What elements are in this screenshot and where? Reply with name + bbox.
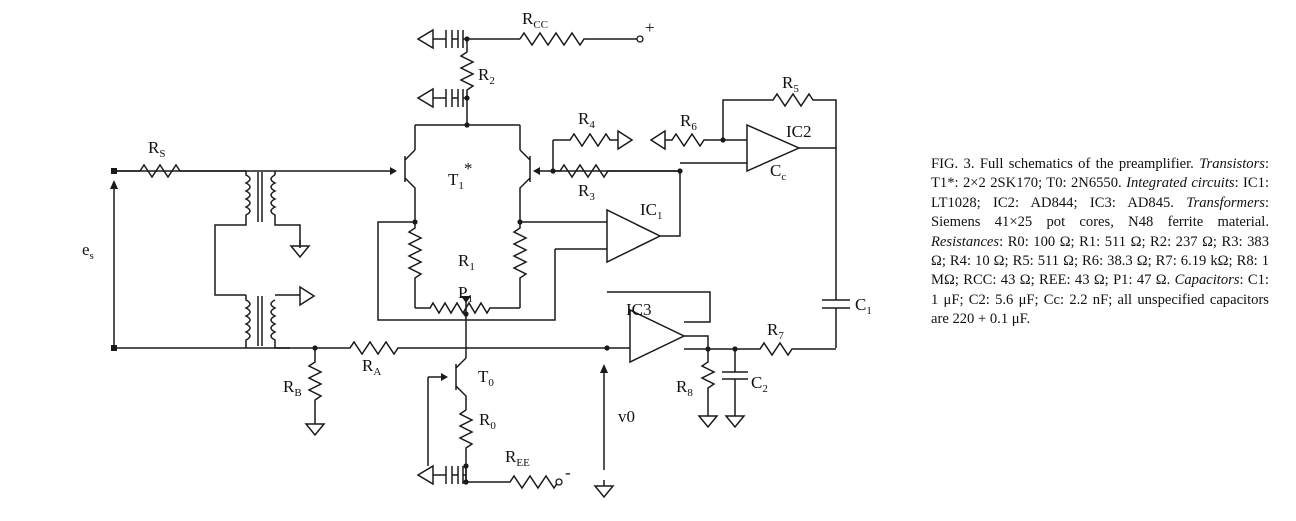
caption-title: Full schematics of the preamplifier. [979,156,1194,172]
caption-heading-resistances: Resistances [931,233,1000,250]
label-r6: R6 [680,111,697,133]
input-stage [110,163,466,436]
caption-heading-ics: Integrated circuits [1126,175,1235,192]
current-source-stage [416,322,563,490]
label-ree: REE [505,447,530,469]
label-es: es [82,240,94,262]
caption-heading-capacitors: Capacitors [1174,272,1240,289]
label-cc: Cc [770,161,786,183]
figure-caption: FIG. 3. Full schematics of the preamplif… [931,155,1269,330]
c1-branch [822,288,850,348]
preamplifier-schematic: RCC + R2 R5 R6 R4 IC2 Cc RS T1* R3 IC1 e… [82,9,872,498]
label-c1: C1 [855,295,872,317]
caption-text-resistances: R0: 100 Ω; R1: 511 Ω; R2: 237 Ω; R3: 383… [931,233,1269,289]
label-ic1: IC1 [640,200,663,222]
supply-rcc-branch [416,28,644,128]
label-rcc: RCC [522,9,548,31]
label-r0: R0 [479,410,496,432]
label-r8: R8 [676,377,693,399]
ic1-stage [377,208,681,321]
label-r3: R3 [578,181,595,203]
label-t0: T0 [478,367,494,389]
caption-paragraph: FIG. 3. Full schematics of the preamplif… [931,156,1269,328]
ic2-stage [550,92,837,288]
label-t1: T1* [448,159,472,192]
label-rs: RS [148,138,165,160]
caption-text-ics: IC1: LT1028; IC2: AD844; IC3: AD845. [931,175,1269,211]
caption-fig-label: FIG. 3. [931,156,975,172]
label-rb: RB [283,377,302,399]
caption-text-transistors: T1*: 2×2 2SK170; T0: 2N6550. [931,175,1122,192]
label-r5: R5 [782,73,799,95]
label-minus: - [565,463,571,482]
label-p1: P1 [458,283,473,305]
label-r7: R7 [767,320,784,342]
label-ic3: IC3 [626,300,652,319]
caption-text-transformers: Siemens 41×25 pot cores, N48 ferrite mat… [931,214,1269,231]
ic3-stage [466,291,836,498]
label-r2: R2 [478,65,495,87]
caption-heading-transistors: Transistors [1199,156,1265,172]
component-labels: RCC + R2 R5 R6 R4 IC2 Cc RS T1* R3 IC1 e… [82,9,872,482]
input-differential-pair [114,124,680,322]
label-r4: R4 [578,109,595,131]
label-r1: R1 [458,251,475,273]
caption-text-capacitors: C1: 1 μF; C2: 5.6 μF; Cc: 2.2 nF; all un… [931,272,1269,328]
label-c2: C2 [751,373,768,395]
caption-heading-transformers: Transformers [1186,194,1265,211]
label-v0: v0 [618,407,635,426]
label-plus: + [645,18,655,37]
label-ic2: IC2 [786,122,812,141]
label-ra: RA [362,356,381,378]
